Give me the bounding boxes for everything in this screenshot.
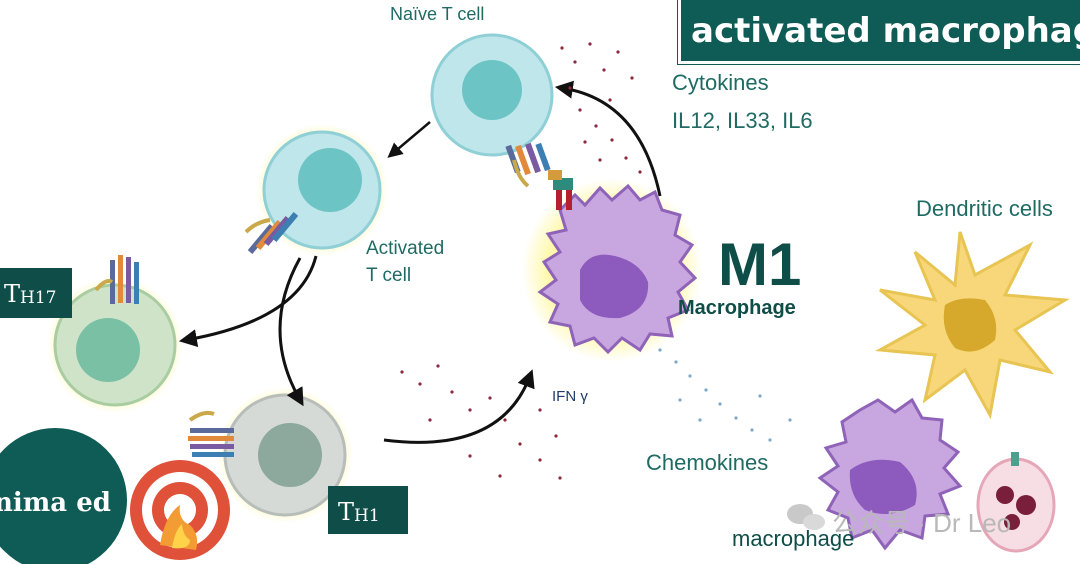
logo-badge	[0, 428, 127, 564]
activated-t-cell-label-1: Activated	[366, 238, 445, 259]
arrow-to-th1	[278, 257, 304, 407]
th17-main: T	[4, 280, 21, 308]
activated-receptor-icon	[244, 212, 299, 254]
th17-sub: H17	[20, 288, 57, 308]
dendritic-cell	[875, 231, 1070, 420]
cytokines-label: Cytokines	[672, 70, 769, 95]
th1-main: T	[338, 498, 355, 526]
naive-receptor-icon	[505, 142, 551, 188]
dendritic-cells-label: Dendritic cells	[916, 196, 1053, 221]
neutrophil-cell	[976, 452, 1056, 553]
th1-cell	[188, 387, 353, 523]
wechat-icon	[787, 504, 825, 530]
macrophage-label: macrophage	[732, 526, 855, 551]
m1-macrophage	[522, 170, 702, 362]
arrow-cytokines	[554, 80, 662, 197]
macrophage-cell	[817, 397, 963, 551]
th1-box: T H1	[328, 486, 408, 534]
arrow-to-th17	[178, 255, 318, 347]
activated-t-cell-label-2: T cell	[366, 265, 412, 286]
page-title: activated macrophag	[691, 11, 1080, 51]
ifn-gamma-label: IFN γ	[552, 388, 588, 405]
m1-label: M1	[718, 231, 802, 298]
th17-box: T H17	[0, 268, 72, 318]
naive-t-cell	[430, 33, 554, 157]
cytokine-dots	[560, 42, 642, 174]
chemokines-label: Chemokines	[646, 450, 769, 475]
logo-text: nima ed	[0, 488, 111, 518]
m1-macrophage-label: Macrophage	[678, 297, 796, 319]
th1-sub: H1	[354, 506, 380, 526]
flame-icon	[160, 505, 198, 550]
target-icon	[130, 460, 230, 560]
chemokine-dots	[658, 348, 792, 442]
cytokine-list-label: IL12, IL33, IL6	[672, 108, 813, 133]
naive-t-cell-label: Naïve T cell	[390, 4, 485, 24]
ifn-dots	[400, 364, 562, 480]
title-banner: activated macrophag	[678, 0, 1080, 64]
arrow-naive-to-activated	[387, 121, 431, 158]
watermark: 公众号 · Dr Leo	[832, 508, 1012, 538]
arrow-ifn	[383, 369, 535, 444]
th17-cell	[47, 255, 183, 413]
